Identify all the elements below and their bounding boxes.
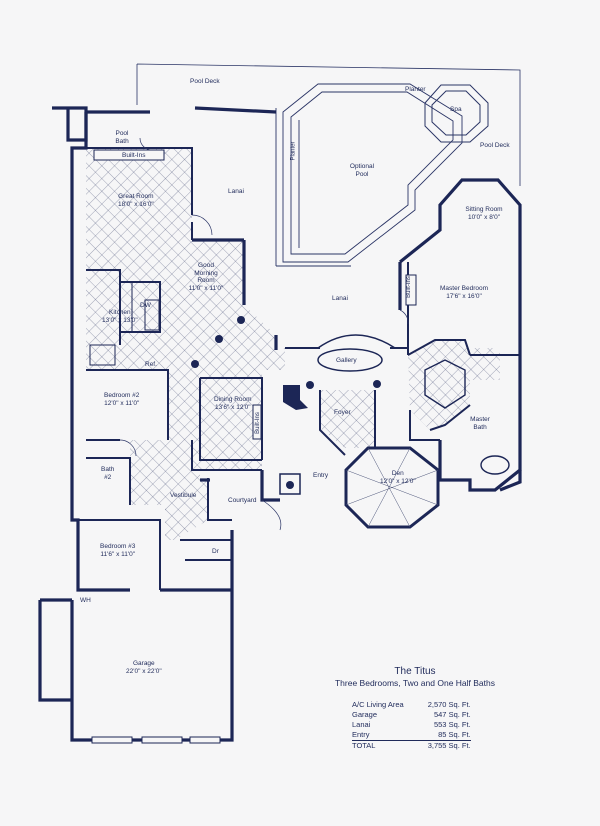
area-row: A/C Living Area 2,570 Sq. Ft.: [352, 700, 471, 710]
pool-deck-right-label: Pool Deck: [480, 142, 510, 149]
master-bedroom-name: Master Bedroom: [440, 285, 489, 292]
pool-bath-label: Pool Bath: [115, 130, 129, 145]
great-room-dims: 18'0" x 16'0": [118, 200, 154, 208]
planter-left-label: Planter: [290, 141, 297, 161]
good-morning-name: Good Morning Room: [194, 262, 218, 284]
foyer-label: Foyer: [334, 409, 351, 416]
vestibule-label: Vestibule: [170, 492, 197, 499]
pool-deck-top-label: Pool Deck: [190, 78, 220, 85]
plan-subtitle: Three Bedrooms, Two and One Half Baths: [334, 678, 495, 688]
master-bedroom-dims: 17'6" x 16'0": [446, 292, 482, 300]
area-value: 553 Sq. Ft.: [433, 720, 471, 729]
bedroom2-label: Bedroom #2 12'0" x 11'0": [104, 392, 139, 407]
garage-name: Garage: [132, 660, 155, 667]
bath2-label: Bath #2: [101, 466, 114, 481]
area-value: 3,755 Sq. Ft.: [427, 741, 471, 750]
sitting-room-dims: 10'0" x 8'0": [467, 213, 501, 221]
optional-pool: [275, 83, 463, 267]
den-label: Den 12'0" x 12'0": [380, 470, 416, 485]
den-name: Den: [391, 470, 404, 477]
lanai-center-label: Lanai: [332, 295, 348, 302]
bedroom2-name: Bedroom #2: [104, 392, 140, 399]
plan-info: The Titus Three Bedrooms, Two and One Ha…: [330, 666, 510, 751]
entry-label: Entry: [313, 472, 329, 479]
bath2-name: Bath: [101, 466, 115, 473]
built-ins-master-label: Built-Ins: [405, 276, 412, 298]
sitting-room-label: Sitting Room 10'0" x 8'0": [462, 206, 506, 221]
kitchen-label: Kitchen 13'0" x 13'0": [102, 309, 138, 324]
area-label: Lanai: [352, 720, 371, 729]
bedroom3-dims: 11'6" x 11'0": [100, 550, 136, 558]
plan-title: The Titus: [394, 666, 436, 677]
master-bedroom-label: Master Bedroom 17'6" x 16'0": [440, 285, 488, 300]
den-diagonals: [345, 447, 439, 528]
built-ins-top-label: Built-Ins: [122, 152, 146, 159]
optional-pool-label: Optional Pool: [349, 163, 375, 178]
ref-label: Ref.: [145, 361, 157, 368]
area-label: Garage: [352, 710, 378, 719]
columns: [191, 316, 381, 489]
dining-room-name: Dining Room: [214, 396, 252, 403]
bedroom3-name: Bedroom #3: [100, 543, 136, 550]
bedroom2-dims: 12'0" x 11'0": [104, 399, 140, 407]
area-row: Lanai 553 Sq. Ft.: [352, 720, 471, 730]
interior-walls: [78, 147, 520, 590]
garage-doors: [91, 736, 221, 744]
area-label: A/C Living Area: [352, 700, 404, 709]
pool-deck-outline: [136, 63, 521, 186]
courtyard-label: Courtyard: [228, 497, 257, 504]
area-total-row: TOTAL 3,755 Sq. Ft.: [352, 741, 471, 752]
kitchen-name: Kitchen: [108, 309, 131, 316]
wh-label: WH: [80, 597, 91, 604]
built-ins: [93, 149, 417, 440]
sitting-room-name: Sitting Room: [465, 206, 503, 213]
area-value: 547 Sq. Ft.: [433, 710, 471, 719]
area-value: 2,570 Sq. Ft.: [427, 700, 471, 709]
area-row: Garage 547 Sq. Ft.: [352, 710, 471, 720]
great-room-label: Great Room 18'0" x 16'0": [118, 193, 154, 208]
garage-label: Garage 22'0" x 22'0": [126, 660, 162, 675]
good-morning-dims: 11'0" x 11'0": [188, 284, 224, 292]
gallery-label: Gallery: [336, 357, 357, 364]
tiled-floor: [86, 148, 500, 540]
lanai-left-label: Lanai: [228, 188, 244, 195]
kitchen-counters: [89, 281, 160, 366]
good-morning-label: Good Morning Room 11'0" x 11'0": [186, 262, 226, 292]
great-room-name: Great Room: [118, 193, 154, 200]
kitchen-dims: 13'0" x 13'0": [102, 316, 138, 324]
dining-room-dims: 13'6" x 12'0": [214, 403, 251, 411]
master-tub: [424, 359, 510, 475]
bath2-num: #2: [104, 473, 112, 481]
dining-room-label: Dining Room 13'6" x 12'0": [214, 396, 252, 411]
den-dims: 12'0" x 12'0": [380, 477, 416, 485]
garage-dims: 22'0" x 22'0": [126, 667, 162, 675]
area-value: 85 Sq. Ft.: [403, 730, 471, 741]
entry-landing: [279, 473, 301, 495]
area-table: A/C Living Area 2,570 Sq. Ft. Garage 547 S…: [352, 700, 471, 751]
spa-label: Spa: [450, 106, 462, 113]
spa: [424, 84, 489, 143]
dw-label: DW: [140, 302, 151, 309]
master-bath-label: Master Bath: [470, 416, 490, 431]
gallery-arch: [317, 334, 396, 372]
planter-top-label: Planter: [405, 86, 426, 93]
bedroom3-label: Bedroom #3 11'6" x 11'0": [100, 543, 135, 558]
area-label: Entry: [352, 730, 404, 741]
built-ins-dining-label: Built-Ins: [254, 412, 261, 434]
dr-label: Dr: [212, 548, 219, 555]
area-label: TOTAL: [352, 741, 376, 750]
